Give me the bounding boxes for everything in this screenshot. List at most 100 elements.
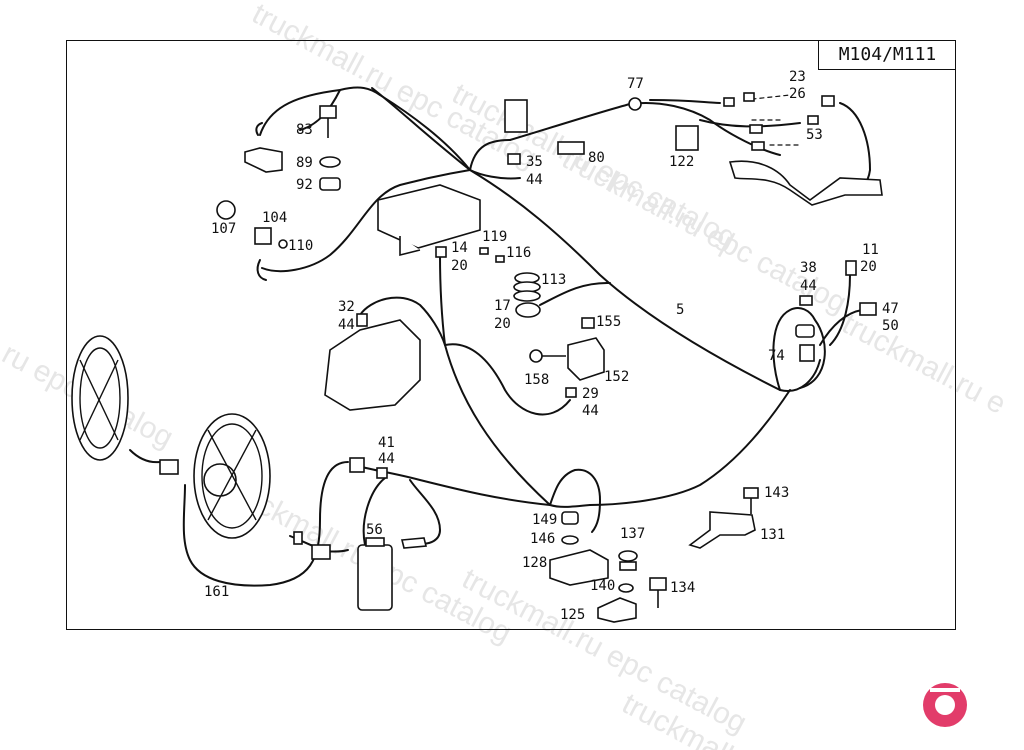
- harness-wire: [699, 119, 801, 128]
- connector-29-icon: [565, 387, 577, 398]
- sensor-74-icon: [795, 324, 815, 338]
- part-125-icon: [597, 597, 637, 623]
- callout-20b: 20: [494, 316, 511, 332]
- harness-wire: [256, 259, 267, 281]
- callout-131: 131: [760, 527, 785, 543]
- fan-motor-icon: [203, 463, 237, 497]
- harness-wire: [409, 479, 442, 545]
- harness-wire: [255, 122, 263, 136]
- callout-92: 92: [296, 177, 313, 193]
- callout-44d: 44: [800, 278, 817, 294]
- harness-wire: [129, 449, 161, 464]
- connector-35-icon: [507, 153, 521, 165]
- harness-wire: [359, 296, 446, 346]
- harness-wire: [444, 343, 571, 416]
- washer-89-icon: [319, 156, 341, 168]
- harness-wire: [261, 169, 471, 273]
- callout-80: 80: [588, 150, 605, 166]
- connector-icon: [821, 95, 835, 107]
- connector-14-icon: [435, 246, 447, 258]
- grommet-137-icon: [619, 561, 637, 571]
- connector-53-icon: [807, 115, 819, 125]
- seal-110-icon: [278, 239, 288, 249]
- grommet-77-icon: [628, 97, 642, 111]
- callout-74: 74: [768, 348, 785, 364]
- fan-right-icon: [207, 429, 257, 521]
- bolt-83-icon: [319, 105, 337, 119]
- callout-38: 38: [800, 260, 817, 276]
- sensor-104-icon: [254, 227, 272, 245]
- callout-29: 29: [582, 386, 599, 402]
- callout-23: 23: [789, 69, 806, 85]
- gear-icon: [935, 695, 955, 715]
- callout-134: 134: [670, 580, 695, 596]
- harness-wire: [182, 461, 349, 587]
- connector-block-icon: [244, 147, 283, 173]
- callout-53: 53: [806, 127, 823, 143]
- harness-wire: [649, 99, 721, 104]
- callout-113: 113: [541, 272, 566, 288]
- harness-wire: [469, 139, 511, 171]
- connector-icon: [749, 124, 763, 134]
- diagram-frame: [66, 40, 956, 630]
- truckmall-logo: [923, 683, 967, 727]
- callout-158: 158: [524, 372, 549, 388]
- fan-plug-icon: [293, 531, 303, 545]
- callout-35: 35: [526, 154, 543, 170]
- harness-wire: [772, 307, 826, 391]
- fuse-block-80-icon: [557, 141, 585, 155]
- callout-125: 125: [560, 607, 585, 623]
- fan-left-icon: [79, 347, 121, 449]
- callout-119: 119: [482, 229, 507, 245]
- clip-119-icon: [479, 247, 489, 255]
- bracket-128-icon: [549, 549, 609, 586]
- callout-116: 116: [506, 245, 531, 261]
- callout-152: 152: [604, 369, 629, 385]
- bolt-158-icon: [529, 349, 543, 363]
- callout-56: 56: [366, 522, 383, 538]
- bolt-134-icon: [649, 577, 667, 591]
- control-unit-icon: [377, 184, 481, 249]
- callout-5: 5: [676, 302, 684, 318]
- harness-wire: [509, 101, 781, 156]
- callout-122: 122: [669, 154, 694, 170]
- callout-20c: 20: [860, 259, 877, 275]
- callout-44b: 44: [582, 403, 599, 419]
- callout-83: 83: [296, 122, 313, 138]
- grommet-137-icon: [618, 550, 638, 562]
- callout-104: 104: [262, 210, 287, 226]
- callout-149: 149: [532, 512, 557, 528]
- connector-41-icon: [349, 457, 365, 473]
- bracket-131-icon: [688, 511, 756, 549]
- connector-44-icon: [376, 467, 388, 479]
- harness-wire: [589, 389, 791, 506]
- callout-44a: 44: [526, 172, 543, 188]
- callout-140: 140: [590, 578, 615, 594]
- model-label: M104/M111: [818, 40, 956, 70]
- relay-icon: [504, 99, 528, 133]
- clip-116-icon: [495, 255, 505, 263]
- relay-56-top-icon: [365, 537, 385, 547]
- connector-32-icon: [356, 313, 368, 327]
- harness-wire: [819, 309, 863, 346]
- washer-140-icon: [618, 583, 634, 593]
- harness-wire: [829, 274, 851, 346]
- callout-143: 143: [764, 485, 789, 501]
- cap-155-icon: [581, 317, 595, 329]
- callout-17: 17: [494, 298, 511, 314]
- connector-26-icon: [743, 92, 755, 102]
- callout-44c: 44: [338, 317, 355, 333]
- callout-41: 41: [378, 435, 395, 451]
- sensor-74-body-icon: [799, 344, 815, 362]
- plug-17-icon: [515, 302, 541, 318]
- nut-92-icon: [319, 177, 341, 191]
- harness-wire: [549, 504, 591, 508]
- fan-connector-icon: [159, 459, 179, 475]
- harness-wire: [539, 281, 611, 306]
- callout-137: 137: [620, 526, 645, 542]
- relay-56-icon: [357, 544, 393, 611]
- callout-146: 146: [530, 531, 555, 547]
- callout-11: 11: [862, 242, 879, 258]
- connector-11-icon: [845, 260, 857, 276]
